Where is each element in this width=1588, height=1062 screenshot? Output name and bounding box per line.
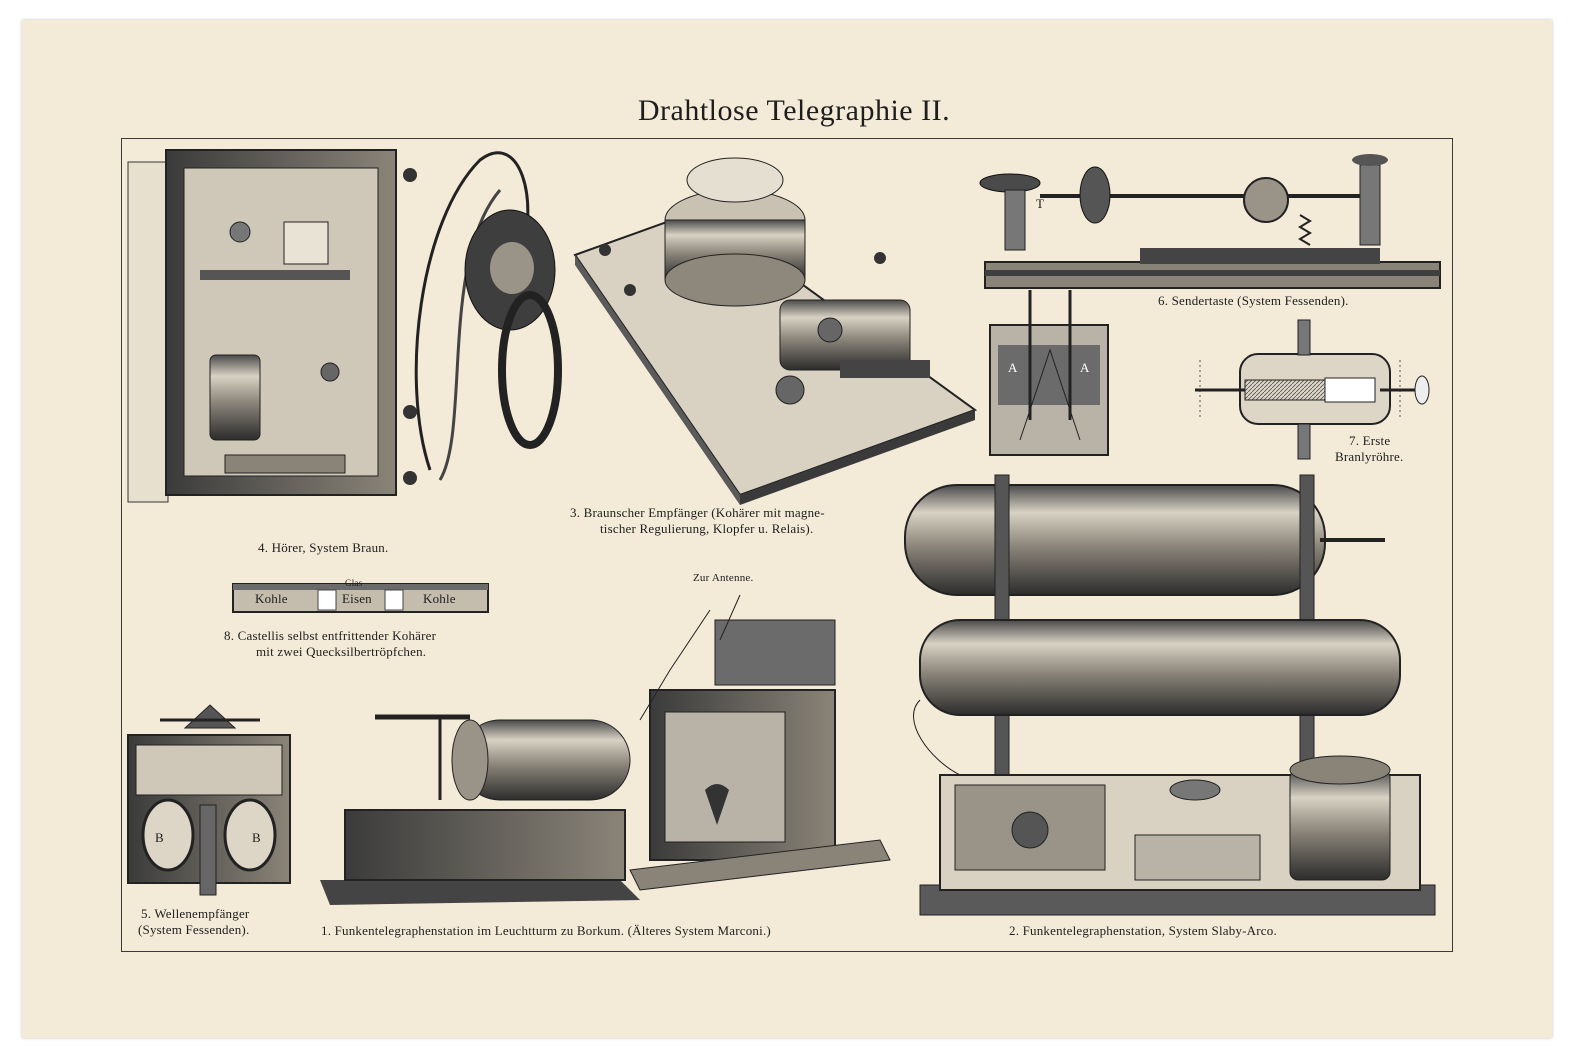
fig3-braun-receiver (573, 157, 978, 505)
plate-frame (121, 138, 1453, 952)
fig4-headphone (414, 151, 562, 481)
caption-fig8-line1: 8. Castellis selbst entfrittender Kohäre… (224, 628, 437, 643)
label-b-left: B (155, 830, 164, 845)
label-kohle-right: Kohle (423, 591, 456, 606)
fig7-branly-tube (1195, 319, 1430, 460)
caption-fig6: 6. Sendertaste (System Fessenden). (1158, 293, 1349, 308)
fig5-wave-receiver (127, 704, 291, 896)
caption-fig1: 1. Funkentelegraphenstation im Leuchttur… (321, 923, 771, 938)
label-b-right: B (252, 830, 261, 845)
caption-fig4: 4. Hörer, System Braun. (258, 540, 389, 555)
label-eisen: Eisen (342, 591, 372, 606)
fig8-castelli-coherer (232, 583, 489, 613)
plate-title: Drahtlose Telegraphie II. (637, 94, 951, 127)
caption-fig2: 2. Funkentelegraphenstation, System Slab… (1009, 923, 1277, 938)
fig6-sender-key (979, 154, 1441, 456)
caption-fig8-line2: mit zwei Quecksilbertröpfchen. (256, 644, 427, 659)
fig1-marconi-station (320, 594, 891, 905)
label-a-right: A (1080, 360, 1090, 375)
caption-fig5-line2: (System Fessenden). (138, 922, 250, 937)
label-a-left: A (1008, 360, 1018, 375)
caption-fig7-line2: Branlyröhre. (1335, 449, 1404, 464)
fig4-receiver-box (127, 149, 417, 503)
label-kohle-left: Kohle (255, 591, 288, 606)
caption-fig5-line1: 5. Wellenempfänger (141, 906, 250, 921)
fig2-slaby-arco-station (904, 474, 1436, 916)
caption-antenna: Zur Antenne. (693, 572, 754, 584)
label-glas: Glas (345, 578, 363, 588)
caption-fig3-line1: 3. Braunscher Empfänger (Kohärer mit mag… (570, 505, 825, 520)
label-t: T (1036, 196, 1045, 211)
caption-fig7-line1: 7. Erste (1349, 433, 1391, 448)
caption-fig3-line2: tischer Regulierung, Klopfer u. Relais). (600, 521, 814, 536)
